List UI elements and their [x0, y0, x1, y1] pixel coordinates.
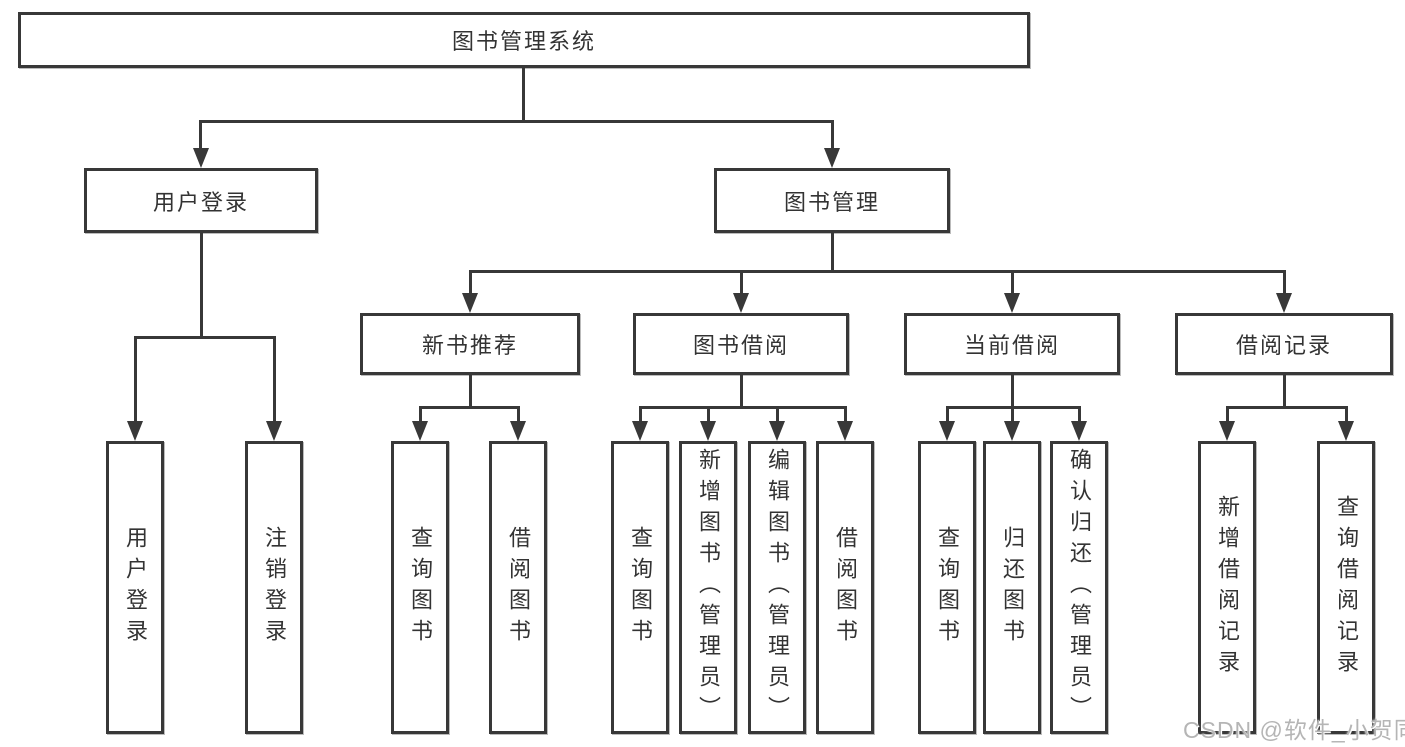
- connector-line: [1011, 270, 1014, 297]
- arrowhead-icon: [127, 421, 143, 441]
- arrowhead-icon: [733, 293, 749, 313]
- leaf-user-login: 用户登录: [106, 441, 164, 734]
- node-new-book-recommendation-label: 新书推荐: [421, 333, 518, 358]
- node-library-management-system: 图书管理系统: [18, 12, 1030, 68]
- connector-line: [946, 406, 949, 423]
- connector-line: [419, 406, 520, 409]
- arrowhead-icon: [1219, 421, 1235, 441]
- leaf-edit-book-admin: 编辑图书（管理员）: [748, 441, 806, 734]
- arrowhead-icon: [1004, 421, 1020, 441]
- arrowhead-icon: [412, 421, 428, 441]
- leaf-return-books: 归还图书: [983, 441, 1041, 734]
- node-book-borrowing: 图书借阅: [633, 313, 849, 375]
- connector-line: [831, 120, 834, 151]
- arrowhead-icon: [510, 421, 526, 441]
- connector-line: [1011, 406, 1014, 423]
- leaf-add-borrow-record-label: 新增借阅记录: [1215, 494, 1240, 681]
- connector-line: [134, 336, 276, 339]
- connector-line: [273, 336, 276, 423]
- node-borrowing-records: 借阅记录: [1175, 313, 1393, 375]
- csdn-watermark: CSDN @软件_小贺同学: [1183, 717, 1405, 743]
- node-book-management: 图书管理: [714, 168, 950, 233]
- leaf-confirm-return-admin: 确认归还（管理员）: [1050, 441, 1108, 734]
- connector-line: [1345, 406, 1348, 423]
- arrowhead-icon: [700, 421, 716, 441]
- leaf-borrow-books-recommend-label: 借阅图书: [506, 525, 531, 650]
- arrowhead-icon: [266, 421, 282, 441]
- arrowhead-icon: [632, 421, 648, 441]
- connector-line: [1226, 406, 1348, 409]
- leaf-add-borrow-record: 新增借阅记录: [1198, 441, 1256, 734]
- connector-line: [200, 233, 203, 339]
- connector-line: [1226, 406, 1229, 423]
- connector-line: [1283, 270, 1286, 297]
- node-current-borrowing-label: 当前借阅: [963, 333, 1060, 358]
- connector-line: [469, 270, 472, 297]
- arrowhead-icon: [769, 421, 785, 441]
- node-borrowing-records-label: 借阅记录: [1235, 333, 1332, 358]
- connector-line: [199, 120, 834, 123]
- leaf-borrow-books-recommend: 借阅图书: [489, 441, 547, 734]
- leaf-logout-label: 注销登录: [262, 525, 287, 650]
- connector-line: [522, 66, 525, 123]
- leaf-borrow-books-borrowing-label: 借阅图书: [833, 525, 858, 650]
- connector-line: [831, 233, 834, 273]
- connector-line: [1078, 406, 1081, 423]
- leaf-query-books-recommend-label: 查询图书: [408, 525, 433, 650]
- leaf-query-books-borrowing-label: 查询图书: [628, 525, 653, 650]
- arrowhead-icon: [193, 148, 209, 168]
- arrowhead-icon: [1071, 421, 1087, 441]
- connector-line: [740, 375, 743, 409]
- node-book-borrowing-label: 图书借阅: [692, 333, 789, 358]
- connector-line: [1283, 375, 1286, 409]
- arrowhead-icon: [1004, 293, 1020, 313]
- connector-line: [740, 270, 743, 297]
- leaf-user-login-label: 用户登录: [123, 525, 148, 650]
- leaf-return-books-label: 归还图书: [1000, 525, 1025, 650]
- leaf-logout: 注销登录: [245, 441, 303, 734]
- node-user-login-label: 用户登录: [152, 189, 249, 215]
- arrowhead-icon: [824, 148, 840, 168]
- leaf-borrow-books-borrowing: 借阅图书: [816, 441, 874, 734]
- connector-line: [199, 120, 202, 151]
- node-new-book-recommendation: 新书推荐: [360, 313, 580, 375]
- leaf-query-books-current: 查询图书: [918, 441, 976, 734]
- connector-line: [639, 406, 847, 409]
- leaf-query-borrow-record-label: 查询借阅记录: [1334, 494, 1359, 681]
- leaf-add-book-admin-label: 新增图书（管理员）: [696, 448, 721, 727]
- connector-line: [776, 406, 779, 423]
- connector-line: [1011, 375, 1014, 409]
- connector-line: [469, 270, 1286, 273]
- node-book-management-label: 图书管理: [783, 189, 880, 215]
- leaf-query-books-borrowing: 查询图书: [611, 441, 669, 734]
- connector-line: [419, 406, 422, 423]
- connector-line: [707, 406, 710, 423]
- arrowhead-icon: [837, 421, 853, 441]
- connector-line: [844, 406, 847, 423]
- leaf-confirm-return-admin-label: 确认归还（管理员）: [1067, 448, 1092, 727]
- leaf-add-book-admin: 新增图书（管理员）: [679, 441, 737, 734]
- connector-line: [517, 406, 520, 423]
- connector-line: [469, 375, 472, 409]
- arrowhead-icon: [462, 293, 478, 313]
- node-library-management-system-label: 图书管理系统: [451, 29, 596, 54]
- arrowhead-icon: [1338, 421, 1354, 441]
- leaf-edit-book-admin-label: 编辑图书（管理员）: [765, 448, 790, 727]
- connector-line: [134, 336, 137, 423]
- node-user-login: 用户登录: [84, 168, 318, 233]
- leaf-query-books-current-label: 查询图书: [935, 525, 960, 650]
- leaf-query-borrow-record: 查询借阅记录: [1317, 441, 1375, 734]
- leaf-query-books-recommend: 查询图书: [391, 441, 449, 734]
- connector-line: [639, 406, 642, 423]
- node-current-borrowing: 当前借阅: [904, 313, 1120, 375]
- arrowhead-icon: [939, 421, 955, 441]
- arrowhead-icon: [1276, 293, 1292, 313]
